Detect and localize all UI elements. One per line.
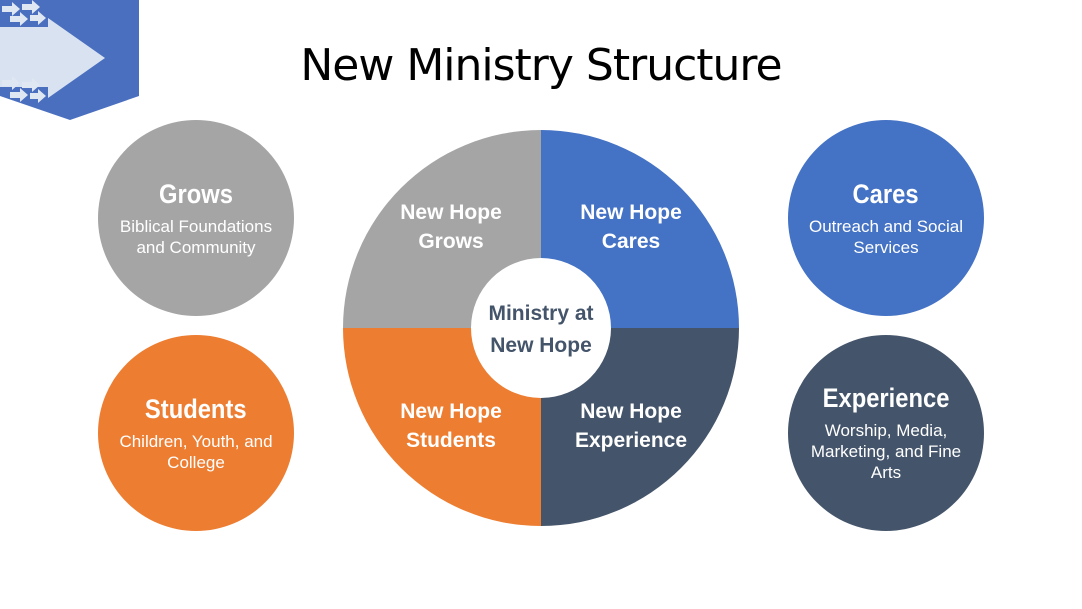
slide-title: New Ministry Structure [300,40,782,91]
segment-students [343,328,541,526]
card-students-heading: Students [145,393,247,424]
card-grows: Grows Biblical Foundations and Community [98,120,294,316]
card-students: Students Children, Youth, and College [98,335,294,531]
card-cares-heading: Cares [852,178,920,209]
card-grows-desc: Biblical Foundations and Community [119,216,273,257]
segment-experience [541,328,739,526]
card-experience: Experience Worship, Media, Marketing, an… [788,335,984,531]
segment-grows [343,130,541,328]
logo [0,0,139,120]
segment-students-label-1: New Hope [400,400,502,423]
card-cares: Cares Outreach and Social Services [788,120,984,316]
card-grows-heading: Grows [159,178,233,209]
segment-experience-label-1: New Hope [580,400,682,423]
segment-cares [541,130,739,328]
card-cares-desc: Outreach and Social Services [808,216,964,257]
segment-cares-label-1: New Hope [580,201,682,224]
card-experience-heading: Experience [822,383,950,413]
hub-label-1: Ministry at [488,302,593,325]
segment-experience-label-2: Experience [575,429,687,452]
segment-grows-label-2: Grows [418,230,483,253]
segment-cares-label-2: Cares [602,230,660,253]
segment-students-label-2: Students [406,429,496,452]
card-experience-desc: Worship, Media, Marketing, and Fine Arts [810,421,962,482]
card-students-desc: Children, Youth, and College [119,431,273,472]
hub-label-2: New Hope [490,334,592,357]
segment-grows-label-1: New Hope [400,201,502,224]
hub-circle [471,258,611,398]
